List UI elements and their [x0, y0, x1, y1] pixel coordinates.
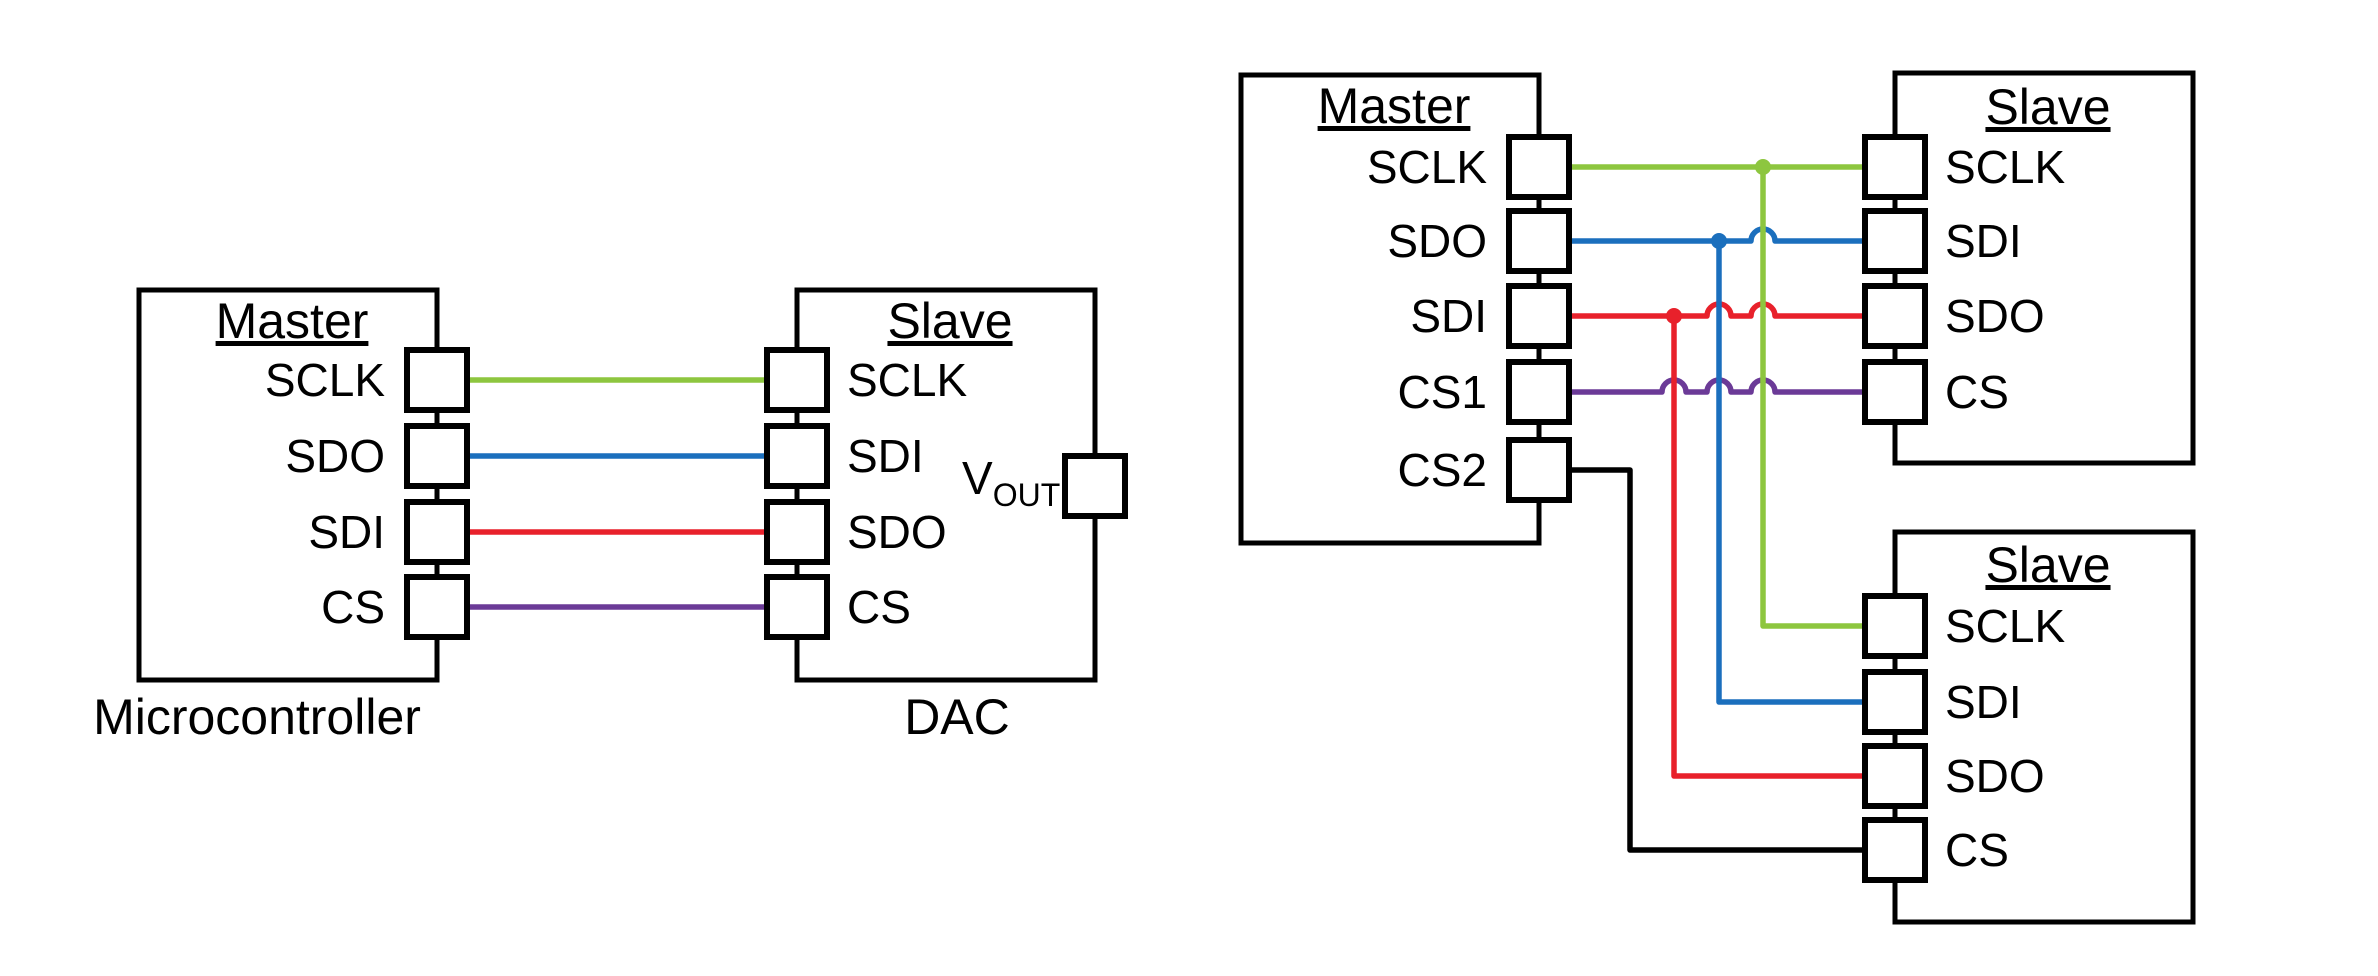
- left-master-pin-sdo: [404, 423, 470, 489]
- left-master-caption: Microcontroller: [93, 689, 421, 745]
- right-slave2-pin-cs: [1862, 817, 1928, 883]
- junction-dot-sdi: [1666, 308, 1682, 324]
- left-master-pin-sclk: [404, 347, 470, 413]
- left-master-pin-label: SDI: [308, 506, 385, 558]
- vout-sub: OUT: [993, 477, 1061, 513]
- right-slave2-title: Slave: [1985, 537, 2110, 593]
- left-master-title: Master: [216, 293, 369, 349]
- left-slave-title: Slave: [887, 293, 1012, 349]
- right-drop-sclk: [1760, 167, 1865, 629]
- vout-label: VOUT: [962, 452, 1060, 513]
- right-wire-cs2: [1569, 467, 1865, 853]
- right-slave1-pin-cs: [1862, 359, 1928, 425]
- left-slave-pin-sclk: [764, 347, 830, 413]
- right-wire-sdi: [1569, 301, 1865, 319]
- right-master-pin-label: CS1: [1398, 366, 1487, 418]
- left-master-pin-label: SCLK: [265, 354, 385, 406]
- right-master-pin-sclk: [1506, 134, 1572, 200]
- left-master-pin-label: CS: [321, 581, 385, 633]
- right-master-pin-cs1: [1506, 359, 1572, 425]
- right-slave1-title: Slave: [1985, 79, 2110, 135]
- left-slave-pin-label: SCLK: [847, 354, 967, 406]
- left-slave-pin-label: CS: [847, 581, 911, 633]
- right-slave1-pin-sclk: [1862, 134, 1928, 200]
- left-slave-pin-label: SDO: [847, 506, 947, 558]
- right-drop-sdo: [1716, 241, 1865, 705]
- left-master-pin-sdi: [404, 499, 470, 565]
- right-master-pin-label: SDI: [1410, 290, 1487, 342]
- right-slave2-pin-label: SDI: [1945, 676, 2022, 728]
- right-slave1-pin-label: CS: [1945, 366, 2009, 418]
- right-master-pin-label: CS2: [1398, 444, 1487, 496]
- left-slave-caption: DAC: [904, 689, 1010, 745]
- left-master-pin-cs: [404, 574, 470, 640]
- right-slave2-pin-sdo: [1862, 743, 1928, 809]
- left-master-pin-label: SDO: [285, 430, 385, 482]
- right-drop-sdi: [1671, 316, 1865, 779]
- right-slave2-pin-sclk: [1862, 593, 1928, 659]
- right-master-pin-cs2: [1506, 437, 1572, 503]
- right-slave1-pin-sdi: [1862, 208, 1928, 274]
- right-master-pin-sdo: [1506, 208, 1572, 274]
- left-slave-pin-vout: [1062, 453, 1128, 519]
- right-diagram: Master Slave Slave SCLK SDO S: [1238, 70, 2196, 925]
- left-slave-pin-sdo: [764, 499, 830, 565]
- left-slave-pin-label: SDI: [847, 430, 924, 482]
- vout-main: V: [962, 452, 993, 504]
- left-slave-pin-cs: [764, 574, 830, 640]
- right-slave1-pin-label: SCLK: [1945, 141, 2065, 193]
- left-slave-pin-sdi: [764, 423, 830, 489]
- right-slave2-pin-label: SCLK: [1945, 600, 2065, 652]
- right-slave1-pin-sdo: [1862, 283, 1928, 349]
- right-master-pin-label: SDO: [1387, 215, 1487, 267]
- right-slave2-pin-label: CS: [1945, 824, 2009, 876]
- left-diagram: Master Microcontroller Slave DAC SCLK SD…: [93, 287, 1128, 745]
- right-slave2-pin-label: SDO: [1945, 750, 2045, 802]
- right-slave1-pin-label: SDI: [1945, 215, 2022, 267]
- junction-dot-sdo: [1711, 233, 1727, 249]
- right-slave2-pin-sdi: [1862, 669, 1928, 735]
- right-master-pin-label: SCLK: [1367, 141, 1487, 193]
- right-master-pin-sdi: [1506, 283, 1572, 349]
- junction-dot-sclk: [1755, 159, 1771, 175]
- right-master-title: Master: [1318, 78, 1471, 134]
- right-slave1-pin-label: SDO: [1945, 290, 2045, 342]
